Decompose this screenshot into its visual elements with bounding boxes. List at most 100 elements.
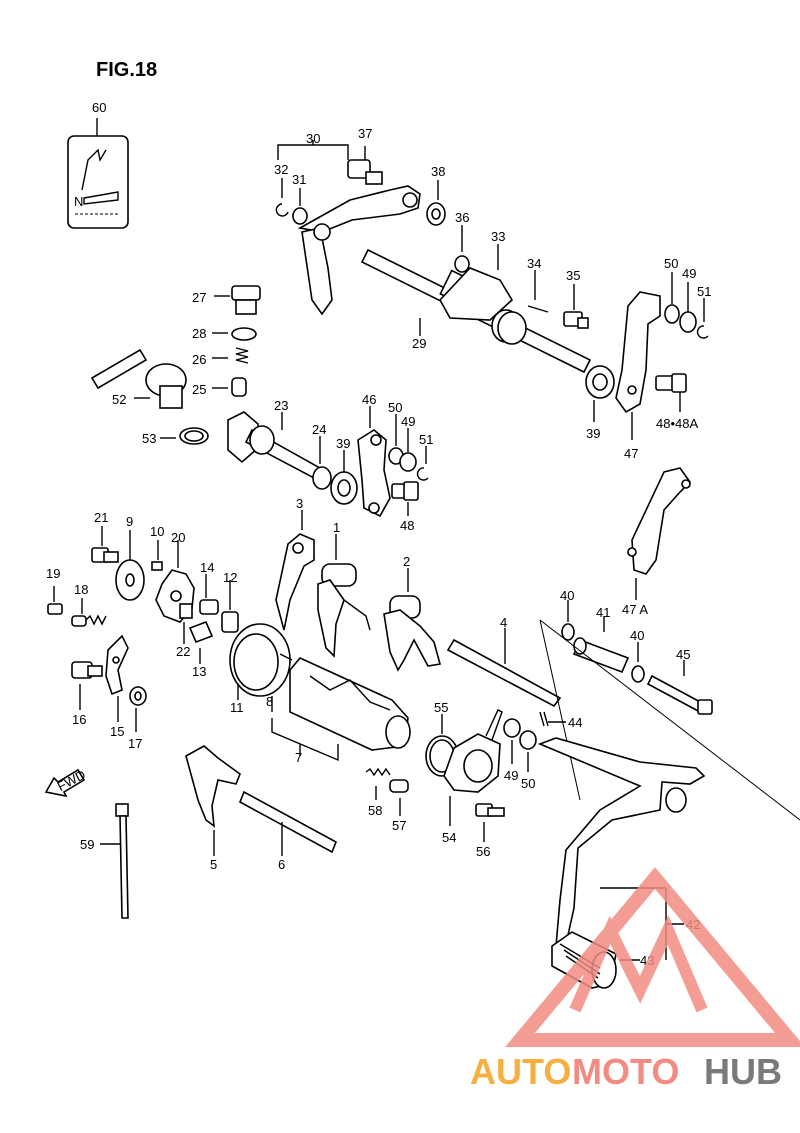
part-1-shift-fork: [317, 534, 371, 658]
label-10: 10: [150, 524, 164, 539]
label-58: 58: [368, 803, 382, 818]
part-2-shift-fork: [383, 568, 442, 672]
watermark-logo: [505, 867, 800, 1047]
label-57: 57: [392, 818, 406, 833]
part-13-plate: [188, 620, 214, 664]
label-53: 53: [142, 431, 156, 446]
label-29: 29: [412, 336, 426, 351]
label-22: 22: [176, 644, 190, 659]
label-35: 35: [566, 268, 580, 283]
label-30: 30: [306, 131, 320, 146]
watermark-moto: MOTO: [572, 1051, 679, 1092]
part-56-bolt: [475, 803, 505, 842]
label-15: 15: [110, 724, 124, 739]
label-54: 54: [442, 830, 456, 845]
part-11-bearing: [229, 623, 291, 700]
part-25-pin: [212, 377, 247, 397]
part-27-plug: [214, 285, 261, 315]
label-50-bottom: 50: [521, 776, 535, 791]
label-48-48a: 48•48A: [656, 416, 698, 431]
part-31-32-clips: [275, 178, 308, 225]
label-9: 9: [126, 514, 133, 529]
part-47a-shift-lever: [627, 467, 692, 600]
label-39-top: 39: [586, 426, 600, 441]
part-39-oil-seal-top: [585, 365, 615, 422]
part-4-fork-shaft: [446, 628, 562, 708]
part-28-washer: [212, 327, 257, 341]
label-16: 16: [72, 712, 86, 727]
part-59-cable-tie: [100, 803, 129, 919]
label-21: 21: [94, 510, 108, 525]
card-mark: N: [74, 194, 83, 209]
label-13: 13: [192, 664, 206, 679]
part-labels: 60 30 37 32 31 38 36 33 34 35 50 49 51 2…: [46, 100, 711, 968]
label-51-top: 51: [697, 284, 711, 299]
part-40-washer-top: [561, 600, 575, 641]
label-50-mid: 50: [388, 400, 402, 415]
label-34: 34: [527, 256, 541, 271]
label-47: 47: [624, 446, 638, 461]
part-50-49-51-top: [664, 272, 709, 339]
watermark-hub: HUB: [704, 1051, 782, 1092]
part-9-stopper-plate: [115, 530, 145, 601]
label-37: 37: [358, 126, 372, 141]
label-2: 2: [403, 554, 410, 569]
part-48-bolt-top: [655, 373, 687, 412]
part-47-shift-lever: [615, 291, 661, 440]
part-45-bolt: [646, 660, 713, 715]
label-28: 28: [192, 326, 206, 341]
part-26-spring: [212, 347, 249, 364]
label-55: 55: [434, 700, 448, 715]
part-7-cam-drum: [271, 653, 411, 762]
label-25: 25: [192, 382, 206, 397]
fwd-label: FWD: [55, 767, 88, 794]
label-18: 18: [74, 582, 88, 597]
label-49-bottom: 49: [504, 768, 518, 783]
label-24: 24: [312, 422, 326, 437]
label-59: 59: [80, 837, 94, 852]
part-54-sensor: [443, 709, 503, 826]
label-51-mid: 51: [419, 432, 433, 447]
label-19: 19: [46, 566, 60, 581]
part-60-shift-card: N: [67, 118, 129, 229]
part-39-oil-seal-mid: [330, 450, 358, 505]
part-53-o-ring: [160, 427, 209, 445]
label-44: 44: [568, 715, 582, 730]
part-38-washer: [426, 180, 446, 226]
part-3-shift-fork: [275, 510, 315, 631]
part-12-washer: [221, 580, 239, 633]
part-30-shift-arm: [277, 140, 421, 316]
label-40-top: 40: [560, 588, 574, 603]
guide-lines: [539, 619, 800, 821]
part-6-fork-shaft: [238, 790, 338, 856]
label-52: 52: [112, 392, 126, 407]
part-48-bolt-mid: [391, 481, 419, 516]
label-12: 12: [223, 570, 237, 585]
fwd-arrow-icon: FWD: [44, 767, 88, 798]
label-31: 31: [292, 172, 306, 187]
part-35-bolt: [563, 284, 589, 329]
label-49-mid: 49: [401, 414, 415, 429]
part-19-bolt: [47, 586, 63, 615]
label-17: 17: [128, 736, 142, 751]
part-40-washer-bottom: [631, 642, 645, 683]
part-52-neutral-switch: [90, 348, 187, 409]
label-26: 26: [192, 352, 206, 367]
part-24-washer: [312, 436, 332, 490]
label-3: 3: [296, 496, 303, 511]
label-38: 38: [431, 164, 445, 179]
label-41: 41: [596, 605, 610, 620]
label-47a: 47 A: [622, 602, 648, 617]
part-36-nut: [454, 225, 470, 273]
part-57-pin: [389, 779, 409, 816]
label-5: 5: [210, 857, 217, 872]
part-16-bolt: [71, 661, 103, 710]
figure-title: FIG.18: [96, 59, 157, 81]
part-5-shift-fork: [185, 745, 241, 856]
label-11: 11: [230, 700, 244, 715]
part-22-pin: [179, 603, 193, 644]
part-41-spacer: [572, 616, 630, 674]
part-15-stopper-arm: [105, 634, 129, 722]
label-27: 27: [192, 290, 206, 305]
part-49-50-bottom: [503, 718, 537, 772]
